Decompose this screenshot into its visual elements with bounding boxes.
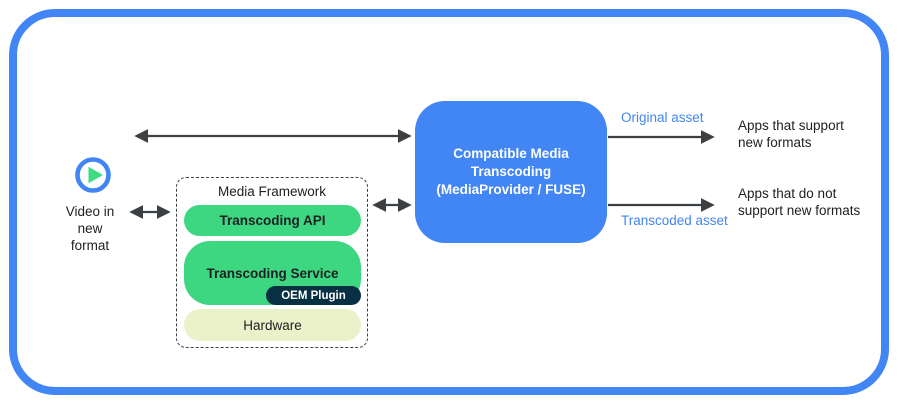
media-framework-box: Media Framework Transcoding API Transcod… — [176, 177, 368, 348]
transcoder-box: Compatible Media Transcoding (MediaProvi… — [415, 101, 607, 243]
oem-plugin-pill: OEM Plugin — [266, 286, 361, 305]
media-framework-title: Media Framework — [217, 184, 327, 199]
apps-support-label: Apps that support new formats — [738, 118, 844, 150]
apps-no-support-label: Apps that do not support new formats — [738, 186, 861, 218]
transcoding-service-label: Transcoding Service — [206, 265, 339, 281]
video-source-label: Video in new format — [65, 204, 115, 253]
hardware-pill: Hardware — [184, 309, 361, 341]
original-asset-label: Original asset — [621, 110, 704, 125]
transcoded-asset-label: Transcoded asset — [621, 213, 728, 228]
transcoding-api-pill: Transcoding API — [184, 205, 361, 236]
play-icon — [75, 157, 111, 193]
transcoding-service-box: Transcoding Service OEM Plugin — [184, 241, 361, 305]
outer-frame — [9, 9, 889, 395]
